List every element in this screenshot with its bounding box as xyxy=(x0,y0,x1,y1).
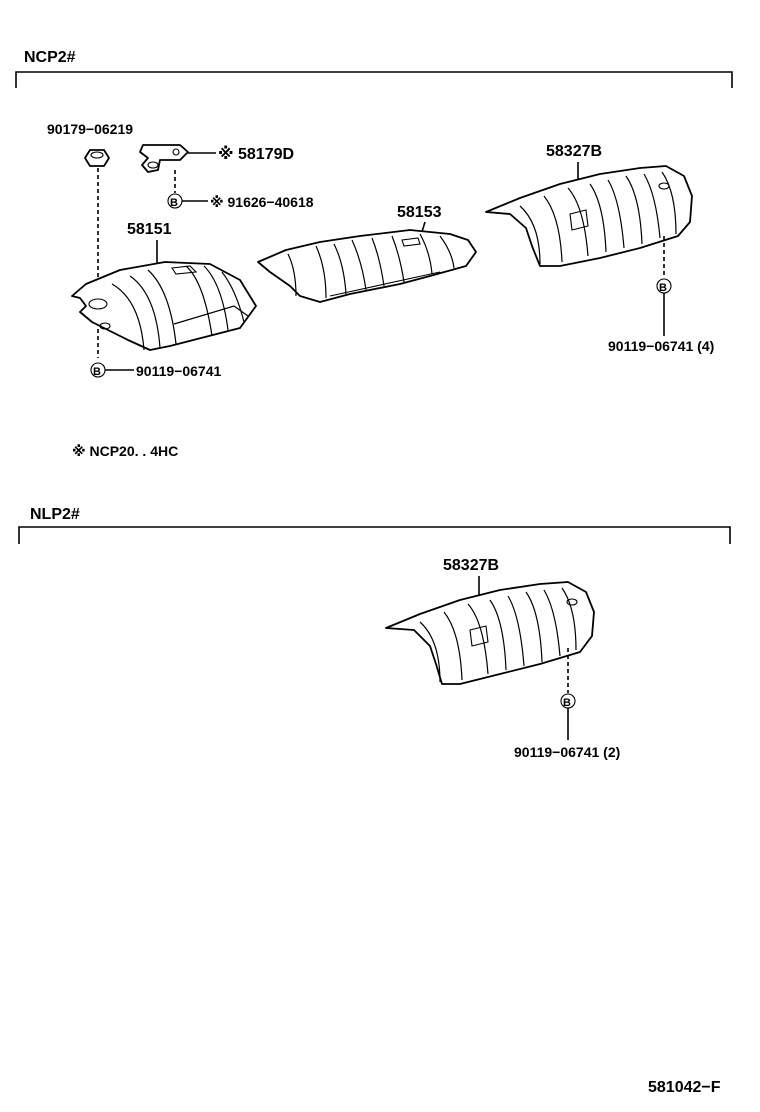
label-58327b-bottom: 58327B xyxy=(443,557,499,574)
heat-insulator-58327b-bottom xyxy=(385,581,595,685)
label-90119-06741-b: 90119−06741 (4) xyxy=(608,338,714,354)
diagram-reference: 581042−F xyxy=(648,1079,721,1096)
heat-insulator-58151 xyxy=(71,261,257,351)
note-ncp20: ※ NCP20. . 4HC xyxy=(72,443,178,459)
label-58153: 58153 xyxy=(397,204,442,221)
label-58151: 58151 xyxy=(127,221,172,238)
label-58327b-top: 58327B xyxy=(546,143,602,160)
label-58179d: ※ 58179D xyxy=(218,145,294,163)
section-title-ncp2: NCP2# xyxy=(24,49,76,66)
label-91626-40618: ※ 91626−40618 xyxy=(210,194,314,210)
bolt-marker-letter: B xyxy=(170,197,178,209)
nut-icon xyxy=(84,149,110,167)
section-title-nlp2: NLP2# xyxy=(30,506,80,523)
section-bracket-nlp2 xyxy=(18,526,731,544)
bracket-58179d-icon xyxy=(139,144,189,173)
label-90179-06219: 90179−06219 xyxy=(47,121,133,137)
label-90119-06741-c: 90119−06741 (2) xyxy=(514,744,620,760)
heat-insulator-58327b-top xyxy=(485,165,693,267)
label-90119-06741-a: 90119−06741 xyxy=(136,363,221,379)
section-bracket-ncp2 xyxy=(15,71,733,88)
bolt-marker-letter: B xyxy=(563,697,571,709)
bolt-marker-letter: B xyxy=(93,366,101,378)
bolt-marker-letter: B xyxy=(659,282,667,294)
heat-insulator-58153 xyxy=(257,229,477,303)
